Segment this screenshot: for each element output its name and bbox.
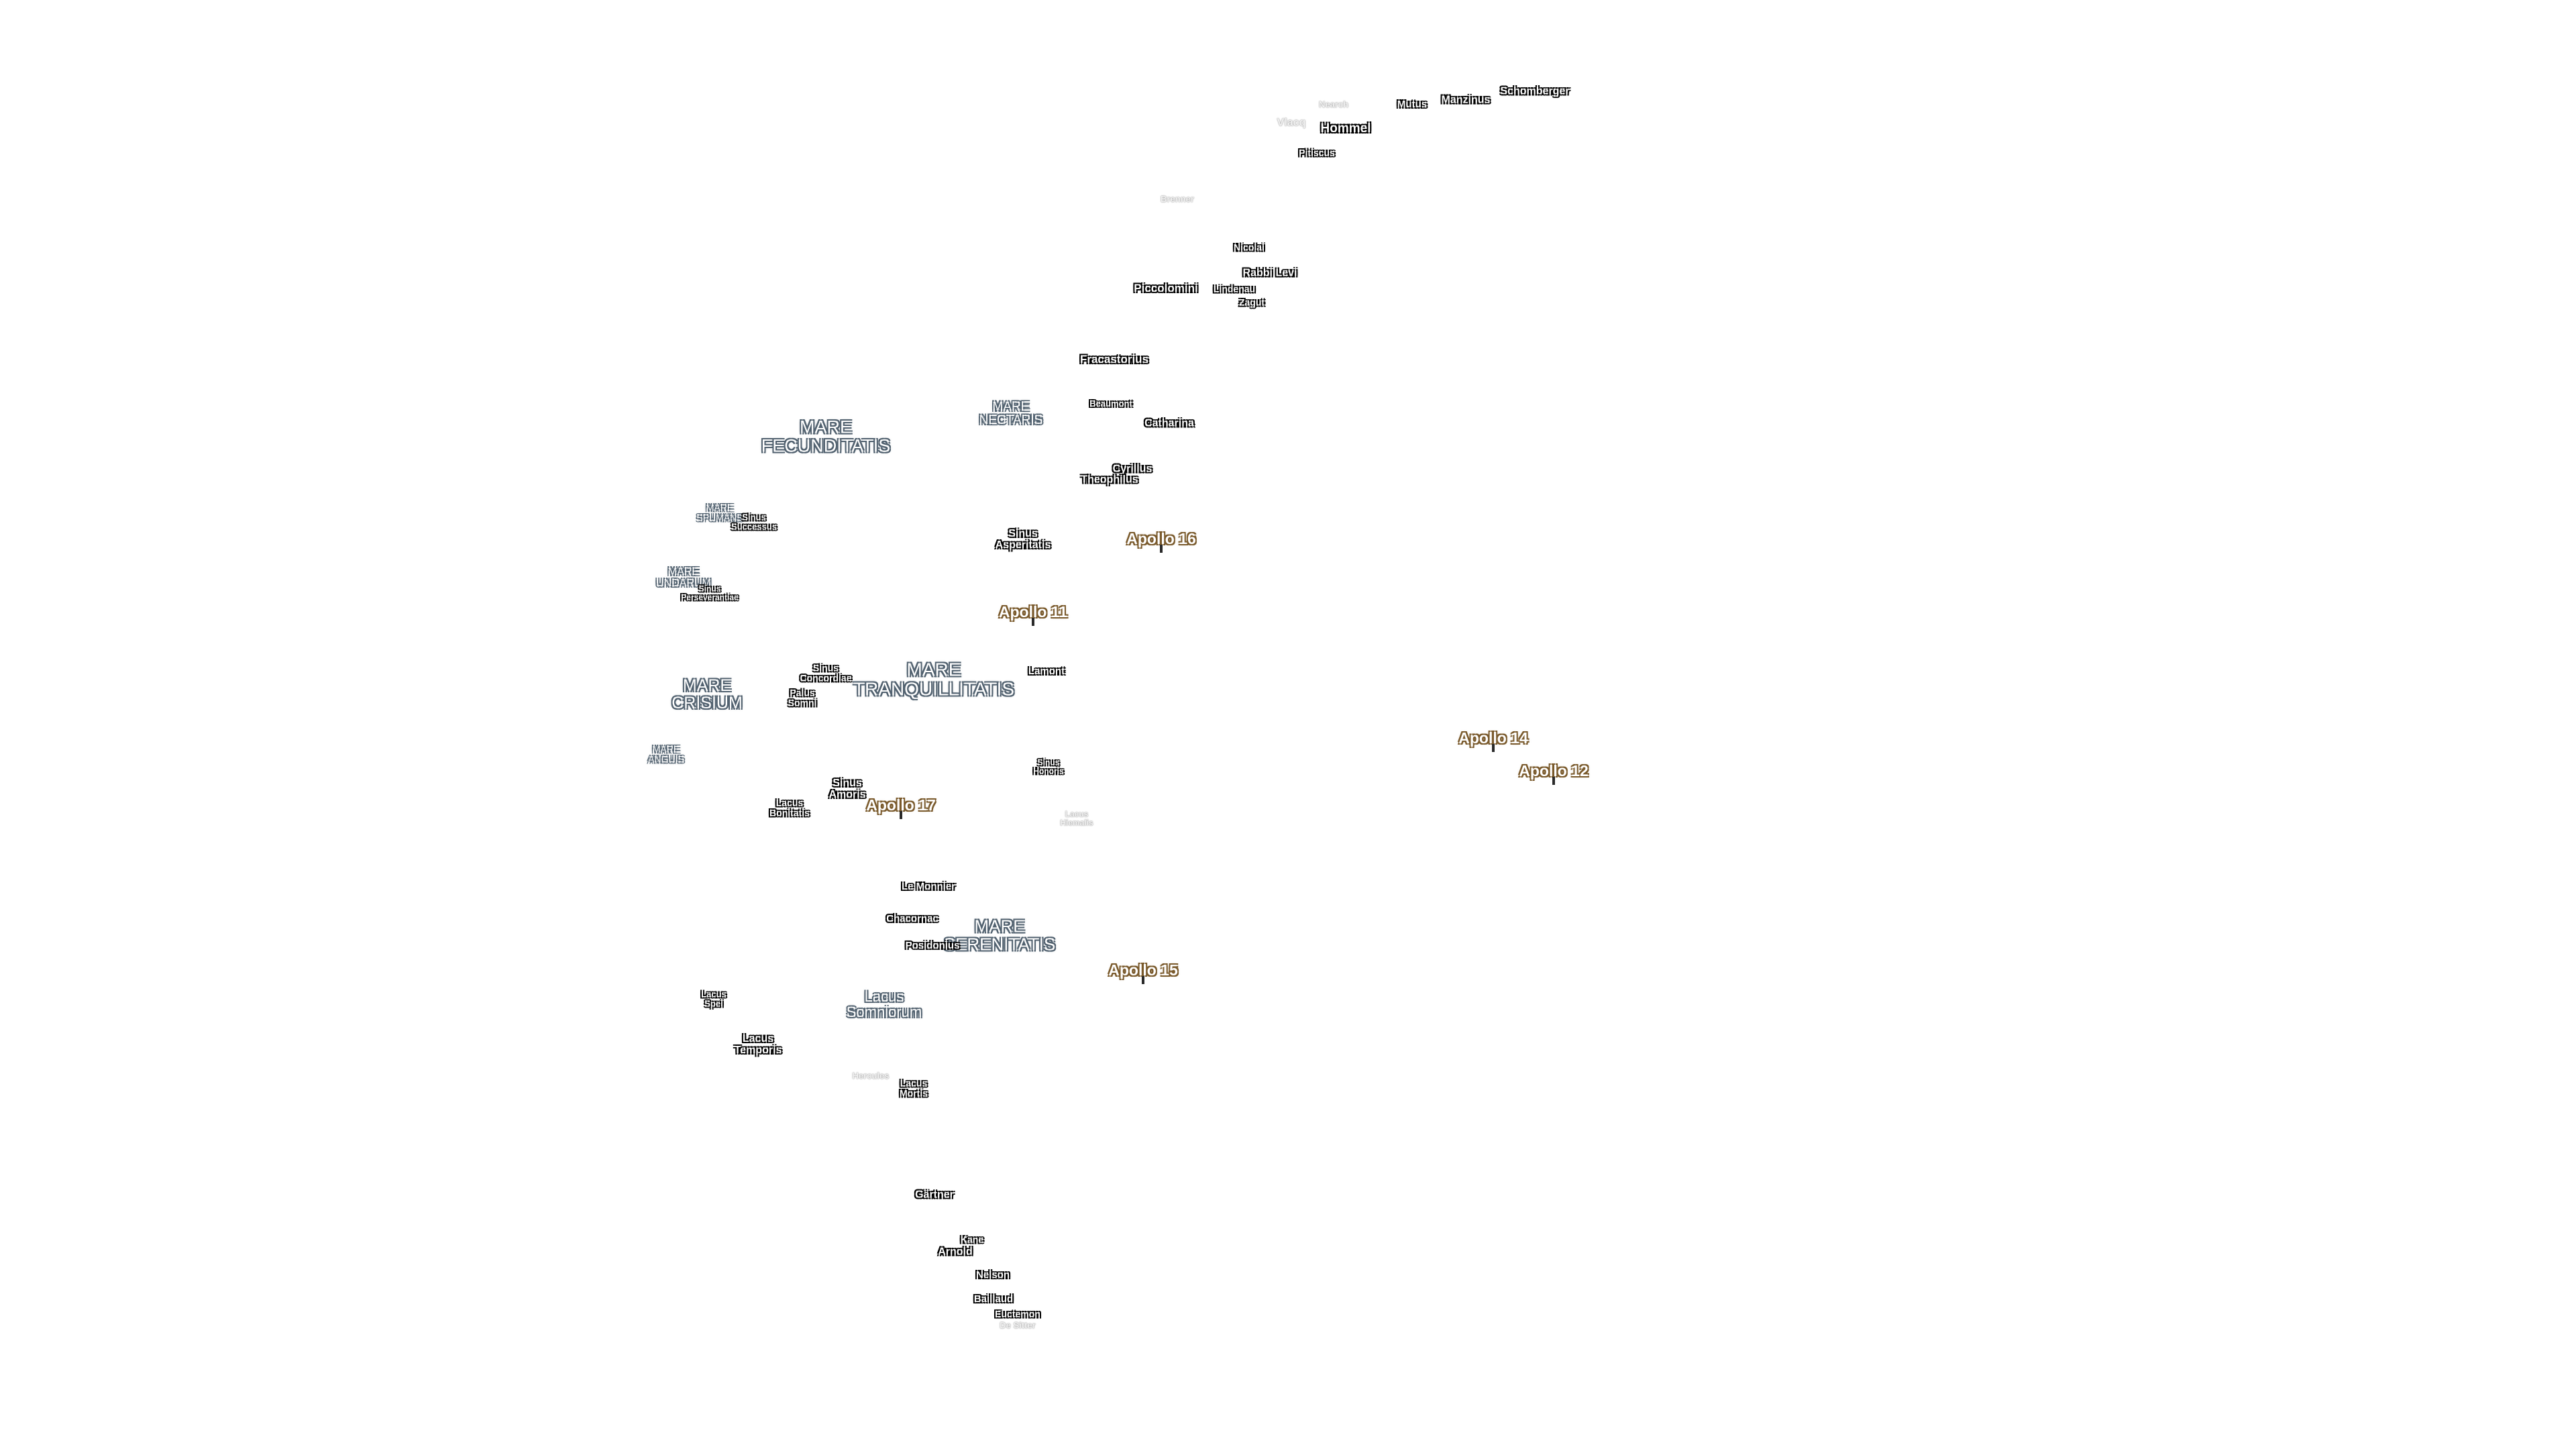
label-sinus-successus: Sinus Successus — [731, 512, 777, 531]
label-vlacq: Vlacq — [1277, 117, 1306, 129]
label-apollo-16: Apollo 16 — [1126, 529, 1196, 547]
label-nelson: Nelson — [975, 1269, 1010, 1281]
label-de-sitter: De Sitter — [1000, 1320, 1036, 1331]
label-gartner: Gärtner — [915, 1189, 954, 1201]
label-lacus-bonitatis: Lacus Bonitatis — [769, 797, 810, 818]
label-sinus-amoris: Sinus Amoris — [828, 777, 866, 800]
apollo-15-landing-marker — [1142, 976, 1144, 984]
label-sinus-concordiae: Sinus Concordiae — [800, 662, 852, 683]
label-lacus-hiemalis: Lacus Hiemalis — [1060, 809, 1093, 827]
label-baillaud: Baillaud — [973, 1293, 1014, 1305]
apollo-16-landing-marker — [1160, 545, 1163, 553]
label-lacus-temporis: Lacus Temporis — [734, 1033, 782, 1056]
label-mare-anguis: MARE ANGUIS — [648, 743, 684, 764]
label-nicolai: Nicolai — [1234, 241, 1265, 253]
apollo-17-landing-marker — [900, 811, 902, 819]
apollo-12-landing-marker — [1552, 777, 1555, 785]
label-chacornac: Chacornac — [886, 913, 938, 925]
label-mutus: Mutus — [1397, 99, 1428, 111]
label-hommel: Hommel — [1320, 121, 1371, 136]
label-hercules: Hercules — [852, 1071, 890, 1081]
label-lacus-mortis: Lacus Mortis — [900, 1077, 928, 1098]
label-fracastorius: Fracastorius — [1079, 353, 1149, 366]
label-kane: Kane — [960, 1234, 984, 1245]
label-apollo-12: Apollo 12 — [1519, 761, 1589, 780]
apollo-11-landing-marker — [1032, 618, 1034, 626]
label-sinus-asperitatis: Sinus Asperitatis — [995, 528, 1051, 551]
label-mare-fecunditatis: MARE FECUNDITATIS — [761, 417, 891, 456]
label-posidonius: Posidonius — [905, 940, 960, 952]
label-apollo-14: Apollo 14 — [1458, 729, 1528, 747]
label-brenner: Brenner — [1161, 194, 1194, 205]
label-mare-spumans: MARE SPUMANS — [696, 502, 743, 523]
label-rabbi-levi: Rabbi Levi — [1242, 267, 1297, 279]
label-theophilus: Theophilus — [1081, 474, 1138, 486]
label-apollo-15: Apollo 15 — [1108, 961, 1178, 979]
label-mare-serenitatis: MARE SERENITATIS — [943, 916, 1056, 955]
label-zagut: Zagut — [1238, 297, 1265, 308]
label-mare-nectaris: MARE NECTARIS — [979, 400, 1043, 427]
label-nearch: Nearch — [1318, 99, 1349, 110]
label-apollo-17: Apollo 17 — [866, 796, 936, 814]
label-catharina: Catharina — [1144, 417, 1194, 429]
label-manzinus: Manzinus — [1441, 94, 1491, 106]
label-lacus-spei: Lacus Spei — [701, 989, 727, 1008]
label-lindenau: Lindenau — [1213, 283, 1256, 294]
label-le-monnier: Le Monnier — [901, 881, 956, 893]
label-lamont: Lamont — [1028, 665, 1065, 678]
label-mare-tranquillitatis: MARE TRANQUILLITATIS — [853, 659, 1015, 700]
label-euctemon: Euctemon — [995, 1308, 1040, 1320]
label-arnold: Arnold — [938, 1246, 973, 1258]
label-beaumont: Beaumont — [1089, 398, 1132, 409]
label-piccolomini: Piccolomini — [1134, 282, 1198, 295]
label-schomberger: Schomberger — [1500, 85, 1570, 97]
label-lacus-somniorum: Lacus Somniorum — [846, 987, 922, 1020]
label-sinus-honoris: Sinus Honoris — [1033, 757, 1064, 775]
label-apollo-11: Apollo 11 — [998, 602, 1068, 621]
label-mare-crisium: MARE CRISIUM — [672, 676, 743, 712]
label-pitiscus: Pitiscus — [1299, 147, 1335, 158]
apollo-14-landing-marker — [1492, 744, 1495, 752]
label-palus-somni: Palus Somni — [788, 687, 817, 708]
label-mare-undarum: MARE UNDARUM — [656, 566, 711, 589]
label-cyrillus: Cyrillus — [1112, 463, 1152, 475]
label-sinus-perseverantiae: Sinus Perseverantiae — [681, 584, 739, 602]
